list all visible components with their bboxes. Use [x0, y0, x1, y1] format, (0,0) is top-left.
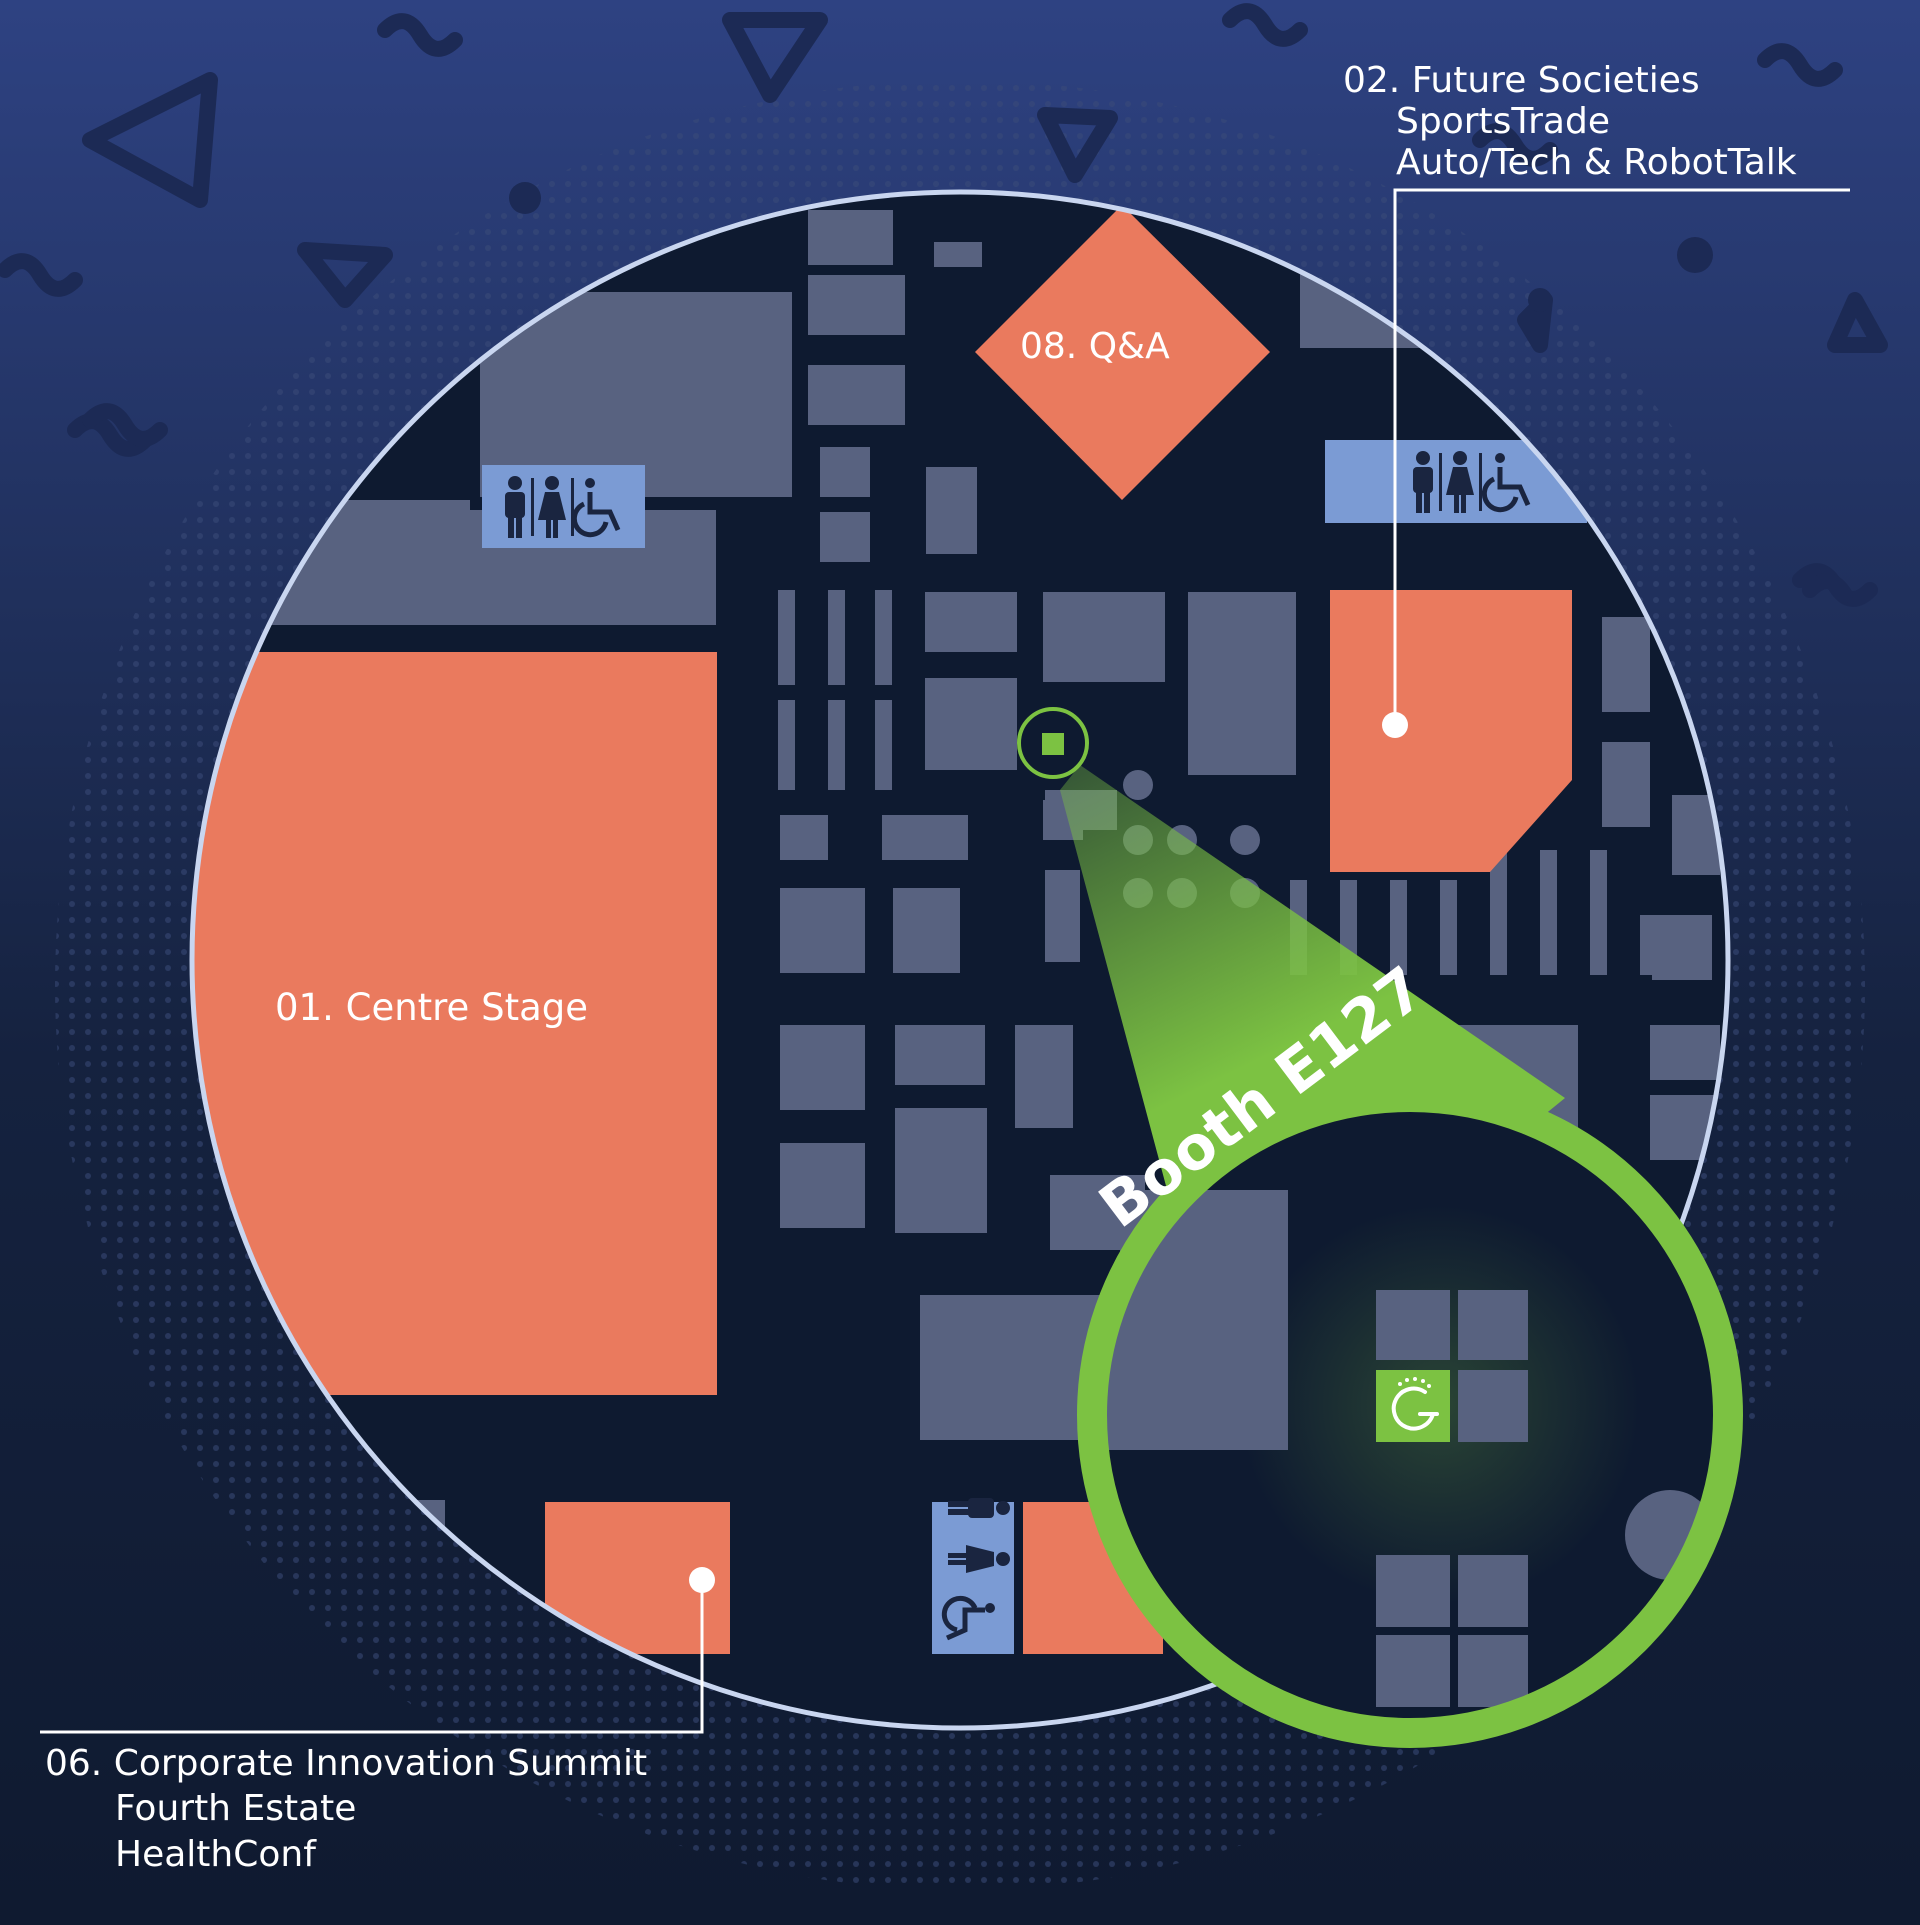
booth-location-marker[interactable]	[1042, 733, 1064, 755]
future-societies-label: 02. Future Societies	[1343, 60, 1700, 101]
woman-icon	[948, 1545, 1010, 1573]
leader-lines	[40, 188, 1850, 1734]
booth-e127-marker[interactable]	[1376, 1370, 1450, 1442]
zoom-lens-ring	[1077, 1082, 1743, 1748]
booth-location-ring	[1017, 707, 1089, 779]
corporate-innovation-label: 06. Corporate Innovation Summit	[45, 1743, 647, 1784]
future-societies-marker	[1382, 712, 1408, 738]
autotech-robottalk-label: Auto/Tech & RobotTalk	[1396, 142, 1797, 183]
man-icon	[948, 1498, 1010, 1518]
restroom-bottom	[932, 1498, 1014, 1654]
wheelchair-icon	[1481, 453, 1531, 513]
wheelchair-icon	[941, 1595, 995, 1641]
corporate-innovation-marker	[689, 1567, 715, 1593]
zoom-booth-blocks	[1376, 1290, 1715, 1707]
decorative-shapes	[0, 3, 1888, 607]
booth-callout	[1017, 707, 1743, 1748]
sportstrade-label: SportsTrade	[1396, 101, 1610, 142]
fourth-estate-label: Fourth Estate	[115, 1788, 356, 1829]
wheelchair-icon	[571, 478, 621, 538]
healthconf-label: HealthConf	[115, 1834, 317, 1875]
stage-qa[interactable]	[975, 205, 1270, 500]
woman-icon	[1446, 451, 1474, 513]
floor-plan-ring	[189, 189, 1731, 1731]
power-logo-icon	[1391, 1377, 1439, 1431]
man-icon	[505, 476, 525, 538]
woman-icon	[538, 476, 566, 538]
restroom-top-left	[482, 465, 645, 548]
man-icon	[1413, 451, 1433, 513]
decorative-dots	[509, 182, 1713, 312]
centre-stage-label: 01. Centre Stage	[275, 986, 588, 1029]
qa-stage-label: 08. Q&A	[1020, 326, 1170, 367]
stage-centre-stage[interactable]	[190, 652, 717, 1395]
stage-future-societies[interactable]	[1330, 590, 1572, 872]
